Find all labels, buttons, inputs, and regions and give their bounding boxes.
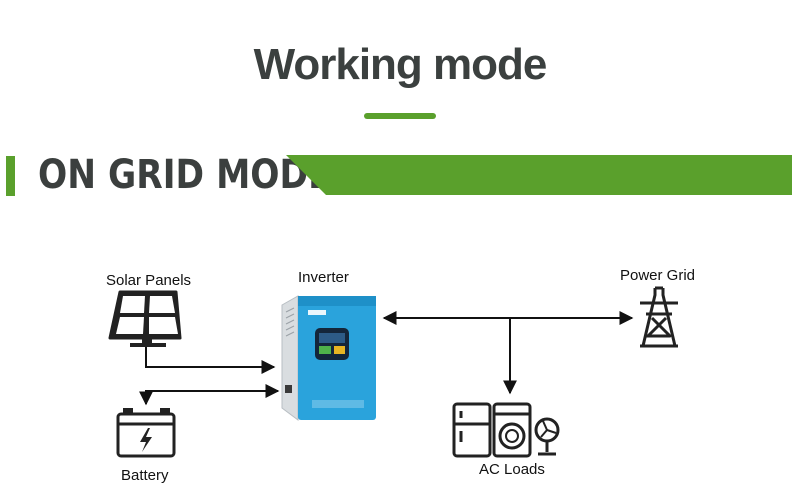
solar-panels-label: Solar Panels — [106, 272, 192, 289]
inverter-icon — [281, 295, 376, 421]
solar-panel-icon — [108, 290, 182, 347]
mode-heading: ON GRID MODE — [38, 152, 332, 198]
mode-green-band — [286, 155, 792, 195]
inverter-label: Inverter — [298, 269, 349, 286]
washing-machine-icon — [492, 402, 532, 458]
fridge-icon — [452, 402, 492, 458]
ac-loads-label: AC Loads — [479, 461, 545, 478]
power-tower-icon — [640, 286, 678, 348]
page-title: Working mode — [253, 40, 548, 89]
title-underline — [364, 113, 436, 119]
battery-icon — [116, 408, 176, 458]
fan-icon — [534, 417, 560, 456]
connector-lines — [139, 311, 634, 406]
power-grid-label: Power Grid — [620, 267, 696, 284]
mode-accent-stripe — [6, 156, 15, 196]
battery-label: Battery — [121, 467, 169, 484]
